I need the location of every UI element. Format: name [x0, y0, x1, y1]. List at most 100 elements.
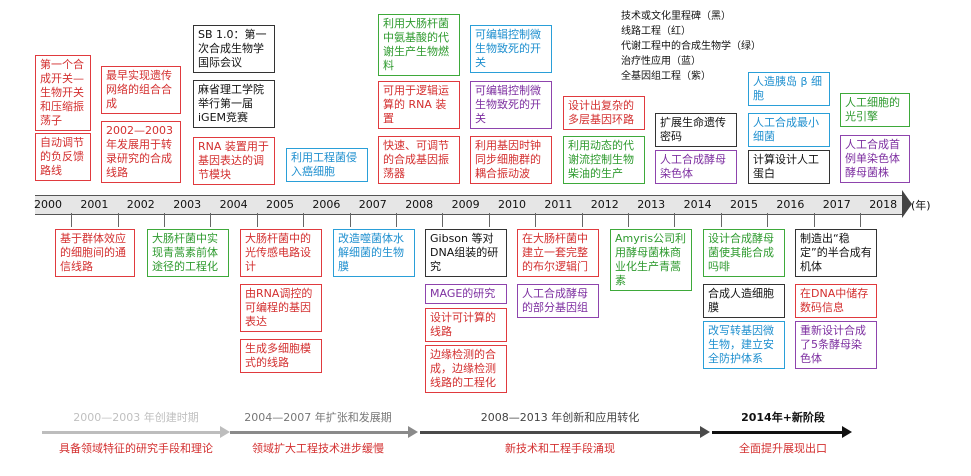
- timeline-tick: [349, 213, 351, 227]
- timeline-tick: [674, 213, 676, 227]
- year-label: 2011: [544, 198, 573, 211]
- phase-desc: 具备领域特征的研究手段和理论: [59, 442, 213, 455]
- event-box: 人造胰岛 β 细胞: [748, 72, 830, 106]
- timeline-tick: [164, 213, 165, 227]
- event-box: 利用基因时钟同步细胞群的耦合振动波: [470, 136, 552, 184]
- event-box: 生成多细胞模式的线路: [240, 339, 322, 373]
- event-box: 设计出复杂的多层基因环路: [563, 96, 645, 130]
- event-box: RNA 装置用于基因表达的调节模块: [193, 137, 275, 185]
- event-box: 改写转基因微生物，建立安全防护体系: [703, 321, 785, 369]
- event-box: 人工合成酵母染色体: [655, 150, 737, 184]
- year-label: 2014: [683, 198, 712, 211]
- event-box: 设计合成酵母菌使其能合成吗啡: [703, 229, 785, 277]
- event-box: 重新设计合成了5条酵母染色体: [795, 321, 877, 369]
- legend-item-blue: 治疗性应用（蓝）: [621, 56, 701, 67]
- timeline-tick: [488, 213, 490, 227]
- event-box: SB 1.0：第一次合成生物学国际会议: [193, 25, 275, 73]
- timeline-arrowhead: [902, 190, 912, 218]
- event-box: 可编辑控制微生物致死的开关: [470, 25, 552, 73]
- event-box: 人工合成最小细菌: [748, 113, 830, 147]
- legend-item-green: 代谢工程中的合成生物学（绿）: [621, 41, 761, 52]
- event-box: 大肠杆菌中实现青蒿素前体途径的工程化: [147, 229, 229, 277]
- phase-title: 2008—2013 年创新和应用转化: [480, 411, 640, 424]
- event-box: 最早实现遗传网络的组合合成: [101, 66, 181, 114]
- event-box: 利用工程菌侵入癌细胞: [286, 148, 368, 182]
- year-label: 2003: [173, 198, 202, 211]
- event-box: 由RNA调控的可编程的基因表达: [240, 284, 322, 332]
- event-box: 改造噬菌体水解细菌的生物膜: [333, 229, 415, 277]
- event-box: 利用大肠杆菌中氨基酸的代谢生产生物燃料: [378, 14, 460, 76]
- event-box: 大肠杆菌中的光传感电路设计: [240, 229, 322, 277]
- event-box: 第一个合成开关—生物开关和压缩振荡子: [35, 55, 91, 131]
- year-label: 2018: [869, 198, 898, 211]
- year-label: 2013: [637, 198, 666, 211]
- timeline-tick: [71, 213, 73, 227]
- phase-arrowhead: [700, 426, 710, 438]
- phase-arrow: [42, 431, 220, 434]
- phase-title: 2014年+新阶段: [741, 411, 825, 424]
- phase-arrowhead: [842, 426, 852, 438]
- year-label: 2001: [80, 198, 109, 211]
- timeline-tick: [720, 213, 722, 227]
- event-box: 基于群体效应的细胞间的通信线路: [55, 229, 135, 277]
- phase-title: 2004—2007 年扩张和发展期: [244, 411, 392, 424]
- event-box: MAGE的研究: [425, 284, 507, 304]
- timeline-bar: [35, 195, 903, 215]
- legend-item-purple: 全基因组工程（紫）: [621, 71, 711, 82]
- phase-title: 2000—2003 年创建时期: [73, 411, 199, 424]
- timeline-tick: [117, 213, 119, 227]
- year-label: 2015: [730, 198, 758, 211]
- legend-item-black: 技术或文化里程碑（黑）: [621, 11, 731, 22]
- timeline-tick: [581, 213, 583, 227]
- year-label: 2016: [776, 198, 805, 211]
- event-box: 可编辑控制微生物致死的开关: [470, 81, 552, 129]
- event-box: 人工细胞的光引擎: [840, 93, 910, 127]
- phase-arrow: [420, 431, 700, 434]
- timeline-tick: [767, 213, 769, 227]
- timeline-tick: [210, 213, 212, 227]
- event-box: 设计可计算的线路: [425, 308, 507, 342]
- event-box: 扩展生命遗传密码: [655, 113, 737, 147]
- timeline-tick: [442, 213, 444, 227]
- timeline-tick: [628, 213, 629, 227]
- year-label: 2017: [822, 198, 851, 211]
- phase-arrowhead: [408, 426, 418, 438]
- event-box: 人工合成首例单染色体酵母菌株: [840, 135, 910, 183]
- event-box: 人工合成酵母的部分基因组: [517, 284, 599, 318]
- legend: 技术或文化里程碑（黑） 线路工程（红） 代谢工程中的合成生物学（绿） 治疗性应用…: [621, 9, 761, 84]
- year-label: 2002: [126, 198, 155, 211]
- phase-arrow: [230, 431, 408, 434]
- timeline-tick: [535, 213, 537, 227]
- phase-arrow: [712, 431, 842, 434]
- timeline-tick: [256, 213, 258, 227]
- timeline-tick: [303, 213, 305, 227]
- event-box: Gibson 等对 DNA组装的研究: [425, 229, 507, 277]
- year-label: 2005: [266, 198, 294, 211]
- timeline-tick: [813, 213, 815, 227]
- year-label: 2006: [312, 198, 341, 211]
- event-box: Amyris公司利用酵母菌株商业化生产青蒿素: [610, 229, 692, 291]
- timeline-tick: [860, 213, 861, 227]
- event-box: 合成人造细胞膜: [703, 284, 785, 318]
- year-label: 2007: [358, 198, 387, 211]
- event-box: 2002—2003年发展用于转录研究的合成线路: [101, 121, 181, 183]
- phase-desc: 新技术和工程手段涌现: [505, 442, 615, 455]
- legend-item-red: 线路工程（红）: [621, 26, 691, 37]
- event-box: 在DNA中储存数码信息: [795, 284, 877, 318]
- event-box: 边缘检测的合成，边缘检测线路的工程化: [425, 345, 507, 393]
- year-label: 2000: [34, 198, 62, 211]
- event-box: 可用于逻辑运算的 RNA 装置: [378, 81, 460, 129]
- year-label: 2009: [451, 198, 480, 211]
- event-box: 利用动态的代谢流控制生物柴油的生产: [563, 136, 645, 184]
- event-box: 快速、可调节的合成基因振荡器: [378, 136, 460, 184]
- timeline-unit: (年): [911, 199, 931, 212]
- timeline-tick: [396, 213, 397, 227]
- phase-desc: 领域扩大工程技术进步缓慢: [252, 442, 384, 455]
- event-box: 制造出“稳定”的半合成有机体: [795, 229, 877, 277]
- phase-desc: 全面提升展现出口: [739, 442, 827, 455]
- event-box: 自动调节的负反馈路线: [35, 133, 91, 181]
- event-box: 计算设计人工蛋白: [748, 150, 830, 184]
- event-box: 麻省理工学院举行第一届iGEM竞赛: [193, 80, 275, 128]
- year-label: 2008: [405, 198, 434, 211]
- year-label: 2010: [498, 198, 526, 211]
